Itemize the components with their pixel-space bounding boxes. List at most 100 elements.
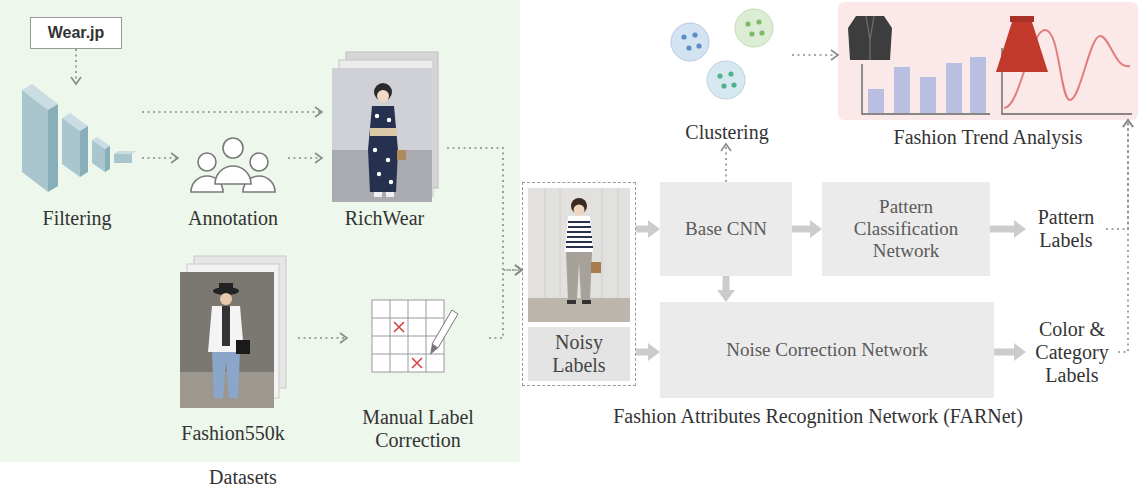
node-label: Pattern Classification Network [836,196,976,262]
process-box: Noise Correction Network [660,302,994,398]
photo-stack-part [180,372,274,408]
process-box: Pattern Classification Network [822,182,990,276]
photo-stack [332,52,438,202]
photo-stack-part [220,293,232,305]
arrow-head [648,343,660,361]
input-photo-part [566,252,592,300]
node-heading: Datasets [0,466,486,489]
cluster-icon-part [749,31,754,36]
cluster-icon-part [759,30,764,35]
label-grid-icon-part [372,300,444,372]
annotators-icon-part [243,176,275,192]
connector-line [636,349,650,356]
output-label: Color & Category Labels [1026,312,1118,392]
annotators-icon-part [223,138,243,158]
arrow-head [831,50,838,60]
annotators-icon-part [250,153,268,171]
arrow-head [1014,343,1026,361]
node-label: Noisy Labels [528,327,630,381]
dataset-panel: Wear.jpFilteringAnnotationRichWearFashio… [0,0,520,462]
cluster-icon-part [756,19,761,24]
trend-panel: Fashion Trend Analysis [838,2,1138,120]
photo-stack-part [222,306,230,346]
cluster-icon-part [681,34,686,39]
correction-step: Manual Label Correction [347,292,489,452]
photo-stack-part [212,352,240,398]
connector-line [723,276,730,292]
node-label: Noise Correction Network [726,339,928,361]
cluster-icon-part [745,21,750,26]
cnn-icon-part [114,154,132,163]
trend-charts-part [946,63,962,113]
connector-line [792,54,837,56]
photo-stack-part [332,150,432,202]
node-label: RichWear [345,207,424,230]
connector-line [489,270,521,338]
cluster-icon-part [692,32,697,37]
node-label: Clustering [685,121,768,144]
input-photo-part [566,222,593,247]
output-label: Pattern Labels [1026,200,1106,258]
input-photo-part [567,300,576,304]
connector [142,153,178,163]
label-grid-icon-part [394,322,404,332]
connector [142,107,322,117]
connector-line [792,226,812,233]
process-box: Base CNN [660,182,792,276]
arrow-head [71,77,81,84]
photo-stack-part [187,264,279,398]
cluster-icon-part [707,61,745,99]
arrow-head [315,107,322,117]
connector-line [1106,121,1128,229]
node-label: Fashion550k [181,422,284,445]
input-photo-part [545,188,618,298]
photo-stack-part [374,83,392,101]
input-photo-part [528,298,630,322]
arrow-head [810,220,822,238]
cnn-icon-part [80,126,88,177]
connector-line [636,226,650,233]
connector [636,220,660,238]
node-label: Annotation [188,207,278,230]
photo-stack-part [374,192,382,197]
trend-charts-part [1004,30,1130,108]
connector [636,343,660,361]
trend-charts-part [868,89,884,113]
cluster-icon [671,9,773,99]
photo-stack-part [346,52,438,188]
source-box: Wear.jp [30,17,122,49]
connector-line [288,157,321,159]
trend-charts-part [862,64,990,114]
photo-stack-part [375,114,379,118]
cluster-icon-part [686,45,691,50]
connector-line [1118,121,1128,352]
cnn-icon-part [105,146,110,172]
cluster-icon-part [721,83,726,88]
photo-stack-part [194,256,286,388]
input-photo-part [591,262,601,273]
photo-stack-part [377,172,381,176]
trend-charts-part [866,16,874,60]
label-grid-icon [372,300,458,372]
cluster-icon-part [728,71,733,76]
arrow-head [648,220,660,238]
network-caption: Fashion Attributes Recognition Network (… [608,404,1028,428]
cluster-icon-part [735,9,773,47]
label-grid-icon-part [432,310,458,348]
photo-stack-part [236,340,250,354]
photo-stack-part [368,106,398,192]
cluster-icon-part [696,43,701,48]
input-photo-part [574,205,585,216]
cluster-icon-part [717,73,722,78]
photo-stack-part [370,128,397,136]
trend-charts-part [894,67,910,113]
dataset-node: Fashion550k [168,255,298,445]
label-grid-icon-part [430,344,438,355]
cnn-icon-part [62,118,80,177]
trend-charts [848,16,1132,114]
connector-line [142,157,177,159]
connector-line [447,148,521,270]
trend-charts-part [996,22,1048,72]
